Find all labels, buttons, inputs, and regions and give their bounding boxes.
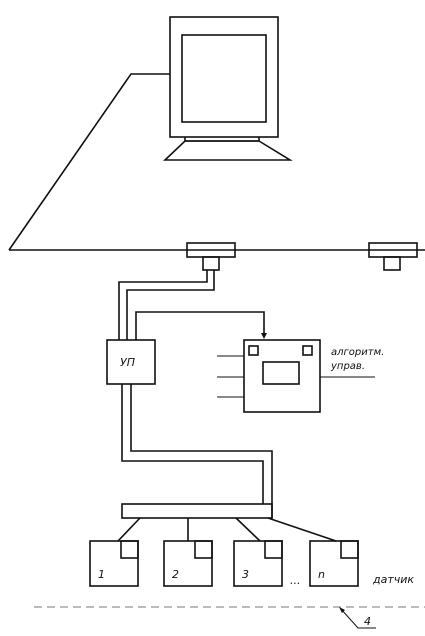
callout-number: 4 <box>364 615 371 628</box>
sensor-label: n <box>318 568 325 581</box>
control-unit-label: УП <box>120 356 135 369</box>
link-outer <box>118 270 208 340</box>
sensor-wire-n <box>267 517 337 542</box>
connector-plug <box>383 256 401 271</box>
link-inner <box>126 270 215 340</box>
algorithm-link <box>135 311 265 340</box>
sensor-box <box>309 540 359 587</box>
algorithm-display <box>262 361 300 385</box>
sensor-3: 3 <box>233 540 283 587</box>
sensor-label: 2 <box>172 568 179 581</box>
algorithm-corner-right <box>302 345 313 356</box>
algorithm-corner-left <box>248 345 259 356</box>
sensor-channel-inner <box>130 384 273 518</box>
connector-plug <box>202 256 220 271</box>
sensor-2: 2 <box>163 540 213 587</box>
sensor-caption: датчик <box>372 573 414 586</box>
sensor-box <box>233 540 283 587</box>
sensor-box <box>163 540 213 587</box>
bus-connector-1 <box>186 242 236 271</box>
arrow-head-icon <box>261 333 267 339</box>
sensor-channel-outer <box>121 384 264 504</box>
sensor-label: 1 <box>98 568 105 581</box>
sensor-bus <box>121 503 273 519</box>
sensor-corner <box>120 540 139 559</box>
sensor-wire-1 <box>117 517 141 542</box>
algorithm-label-line2: управ. <box>330 361 365 372</box>
sensor-wire-3 <box>235 517 261 542</box>
callout-leader <box>340 608 376 629</box>
sensor-label: 3 <box>242 568 249 581</box>
monitor-cable <box>8 73 170 251</box>
sensor-n: n <box>309 540 359 587</box>
algorithm-box <box>243 339 321 413</box>
monitor-bezel <box>169 16 279 138</box>
monitor-stand <box>162 140 293 161</box>
algorithm-label-line1: алгоритм. <box>331 347 384 358</box>
callout-arrow-icon <box>339 607 345 613</box>
bus-connector-2 <box>368 242 418 271</box>
sensor-corner <box>340 540 359 559</box>
monitor-screen <box>181 34 267 123</box>
sensor-1: 1 <box>89 540 139 587</box>
sensor-corner <box>194 540 213 559</box>
monitor-icon <box>162 16 293 161</box>
sensor-corner <box>264 540 283 559</box>
sensor-box <box>89 540 139 587</box>
sensor-ellipsis: ... <box>290 574 301 587</box>
algorithm-block <box>217 339 375 413</box>
